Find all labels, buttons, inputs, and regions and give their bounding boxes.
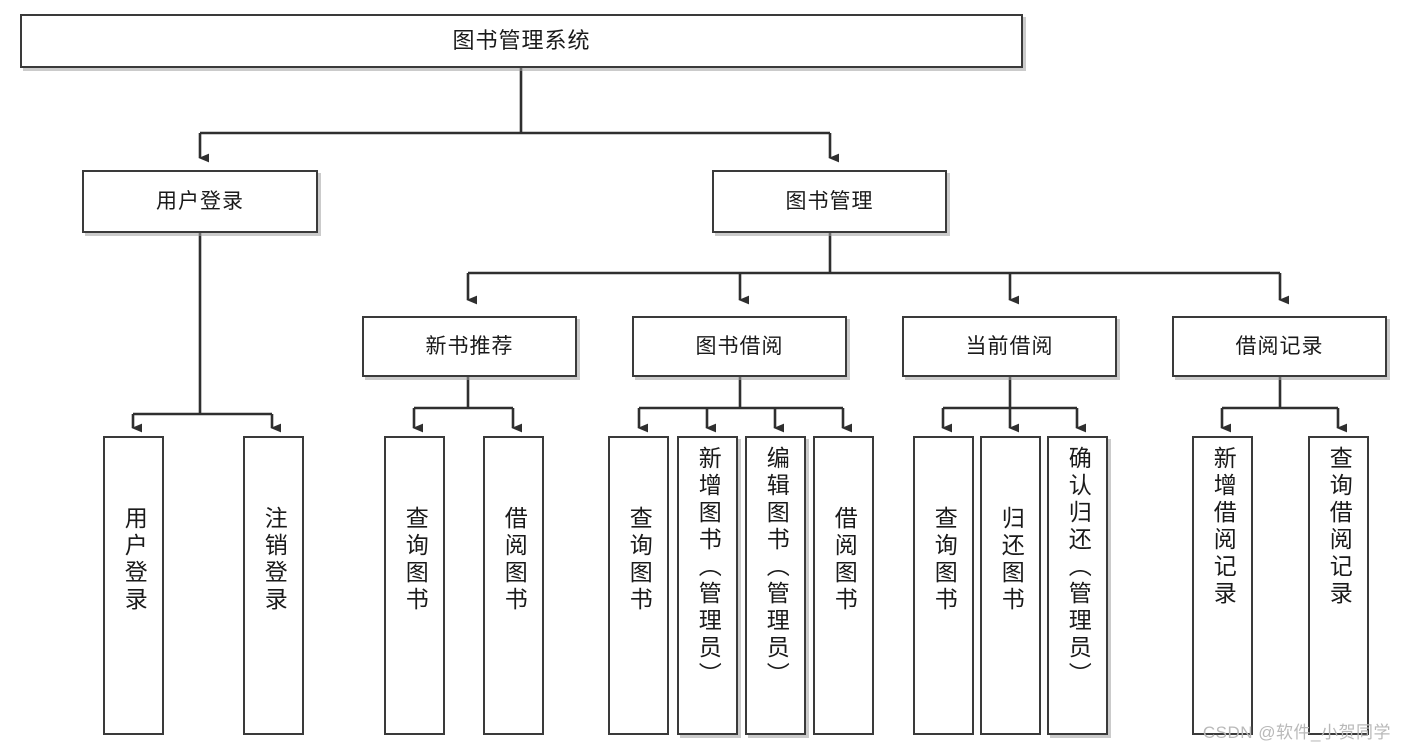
node-book-borrow[interactable]: 图书借阅	[632, 316, 847, 377]
node-label: 注销登录	[261, 506, 288, 614]
node-label: 借阅图书	[501, 506, 528, 614]
node-label: 借阅记录	[1235, 334, 1324, 358]
leaf-edit-book-admin[interactable]: 编辑图书（管理员）	[745, 436, 806, 735]
node-label: 图书管理系统	[452, 27, 591, 53]
node-label: 图书管理	[785, 189, 874, 213]
node-label: 用户登录	[121, 506, 148, 614]
node-book-management[interactable]: 图书管理	[712, 170, 947, 233]
node-new-book-recommend[interactable]: 新书推荐	[362, 316, 577, 377]
node-current-borrow[interactable]: 当前借阅	[902, 316, 1117, 377]
leaf-add-borrow-record[interactable]: 新增借阅记录	[1192, 436, 1253, 735]
leaf-confirm-return-admin[interactable]: 确认归还（管理员）	[1047, 436, 1108, 735]
node-root[interactable]: 图书管理系统	[20, 14, 1023, 68]
node-label: 图书借阅	[695, 334, 784, 358]
node-label: 新增图书（管理员）	[695, 446, 722, 689]
leaf-add-book-admin[interactable]: 新增图书（管理员）	[677, 436, 738, 735]
leaf-query-book-current[interactable]: 查询图书	[913, 436, 974, 735]
node-borrow-record[interactable]: 借阅记录	[1172, 316, 1387, 377]
leaf-query-book-borrow[interactable]: 查询图书	[608, 436, 669, 735]
leaf-borrow-book-recommend[interactable]: 借阅图书	[483, 436, 544, 735]
leaf-borrow-book[interactable]: 借阅图书	[813, 436, 874, 735]
node-label: 查询图书	[931, 506, 958, 614]
node-label: 新书推荐	[425, 334, 514, 358]
leaf-return-book[interactable]: 归还图书	[980, 436, 1041, 735]
node-label: 归还图书	[998, 506, 1025, 614]
node-user-login[interactable]: 用户登录	[82, 170, 318, 233]
leaf-logout[interactable]: 注销登录	[243, 436, 304, 735]
node-label: 新增借阅记录	[1210, 446, 1237, 608]
node-label: 查询借阅记录	[1326, 446, 1353, 608]
node-label: 查询图书	[402, 506, 429, 614]
node-label: 当前借阅	[965, 334, 1054, 358]
node-label: 编辑图书（管理员）	[763, 446, 790, 689]
node-label: 查询图书	[626, 506, 653, 614]
node-label: 用户登录	[156, 189, 244, 213]
leaf-query-borrow-record[interactable]: 查询借阅记录	[1308, 436, 1369, 735]
leaf-user-login[interactable]: 用户登录	[103, 436, 164, 735]
node-label: 确认归还（管理员）	[1065, 446, 1092, 689]
node-label: 借阅图书	[831, 506, 858, 614]
leaf-query-book-recommend[interactable]: 查询图书	[384, 436, 445, 735]
